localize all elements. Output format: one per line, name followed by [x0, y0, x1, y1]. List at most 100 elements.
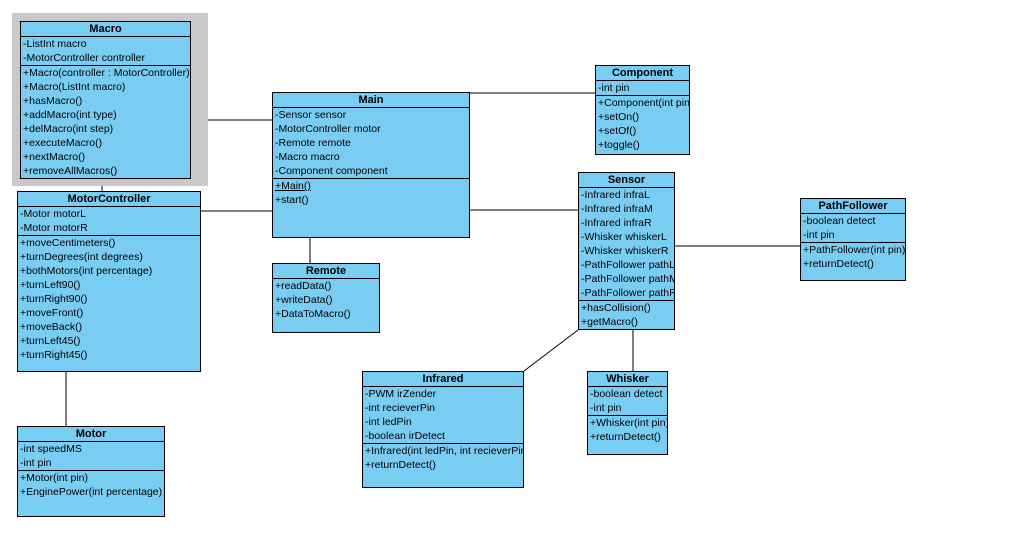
- field-row: -int pin: [20, 457, 52, 469]
- method-row: +turnLeft90(): [20, 279, 81, 291]
- field-row: -PWM irZender: [365, 388, 437, 400]
- method-row: +readData(): [275, 280, 332, 292]
- method-row: +bothMotors(int percentage): [20, 265, 153, 277]
- field-row: -boolean detect: [803, 215, 876, 227]
- class-title: MotorController: [18, 192, 200, 207]
- method-row: +removeAllMacros(): [23, 165, 118, 177]
- class-whisker[interactable]: Whisker -boolean detect -int pin +Whisker…: [587, 371, 668, 455]
- method-row: +Infrared(int ledPin, int recieverPin): [365, 445, 523, 457]
- class-title: PathFollower: [801, 199, 905, 214]
- method-row: +executeMacro(): [23, 137, 103, 149]
- field-row: -Remote remote: [275, 137, 351, 149]
- class-title: Component: [596, 66, 689, 81]
- method-row: +delMacro(int step): [23, 123, 114, 135]
- class-main[interactable]: Main -Sensor sensor -MotorController moto…: [272, 92, 470, 238]
- class-pathfollower[interactable]: PathFollower -boolean detect -int pin +Pa…: [800, 198, 906, 281]
- class-fields: -int pin: [596, 81, 689, 96]
- method-row: +EnginePower(int percentage): [20, 486, 163, 498]
- class-fields: -Infrared infraL -Infrared infraM -Infrare…: [579, 188, 674, 301]
- class-fields: -PWM irZender -int recieverPin -int ledPin…: [363, 387, 523, 444]
- class-fields: -Motor motorL-Motor motorR: [18, 207, 200, 236]
- field-row: -MotorController motor: [275, 123, 381, 135]
- method-row: +moveCentimeters(): [20, 237, 116, 249]
- method-row: +moveBack(): [20, 321, 83, 333]
- class-fields: -boolean detect -int pin: [588, 387, 667, 416]
- field-row: -int recieverPin: [365, 402, 436, 414]
- field-row: -Infrared infraR: [581, 217, 652, 229]
- class-title: Motor: [18, 427, 164, 442]
- field-row: -ListInt macro: [23, 38, 87, 50]
- class-methods: +hasCollision() +getMacro(): [579, 301, 674, 329]
- method-row: +Main(): [275, 180, 311, 192]
- field-row: -PathFollower pathR: [581, 287, 674, 299]
- class-remote[interactable]: Remote +readData() +writeData() +DataToMac…: [272, 263, 380, 333]
- method-row: +setOn(): [598, 111, 640, 123]
- field-row: -Sensor sensor: [275, 109, 347, 121]
- method-row: +returnDetect(): [365, 459, 436, 471]
- connector-sensor-infrared[interactable]: [523, 329, 579, 372]
- field-row: -boolean detect: [590, 388, 663, 400]
- method-row: +getMacro(): [581, 316, 638, 328]
- field-row: -int pin: [803, 229, 835, 241]
- method-row: +returnDetect(): [803, 258, 874, 270]
- method-row: +Component(int pin): [598, 97, 689, 109]
- class-title: Main: [273, 93, 469, 108]
- method-row: +Macro(ListInt macro): [23, 81, 126, 93]
- field-row: -boolean irDetect: [365, 430, 445, 442]
- field-row: -int pin: [590, 402, 622, 414]
- method-row: +moveFront(): [20, 307, 84, 319]
- class-fields: -ListInt macro -MotorController controlle…: [21, 37, 190, 66]
- class-methods: +Motor(int pin) +EnginePower(int percenta…: [18, 471, 164, 516]
- method-row: +start(): [275, 194, 309, 206]
- class-title: Sensor: [579, 173, 674, 188]
- field-row: -Macro macro: [275, 151, 340, 163]
- class-methods: +Component(int pin) +setOn() +setOf() +togg…: [596, 96, 689, 154]
- method-row: +setOf(): [598, 125, 637, 137]
- class-title: Whisker: [588, 372, 667, 387]
- method-row: +DataToMacro(): [275, 308, 351, 320]
- field-row: -Whisker whiskerR: [581, 245, 669, 257]
- class-methods: +Macro(controller : MotorController)+Mac…: [21, 66, 190, 178]
- field-row: -Infrared infraM: [581, 203, 653, 215]
- class-methods: +PathFollower(int pin) +returnDetect(): [801, 243, 905, 280]
- class-methods: +readData() +writeData() +DataToMacro(): [273, 279, 379, 332]
- method-row: +toggle(): [598, 139, 640, 151]
- class-fields: -boolean detect -int pin: [801, 214, 905, 243]
- method-row: +hasMacro(): [23, 95, 83, 107]
- class-title: Infrared: [363, 372, 523, 387]
- class-fields: -int speedMS -int pin: [18, 442, 164, 471]
- method-row: +PathFollower(int pin): [803, 244, 905, 256]
- method-row: +hasCollision(): [581, 302, 651, 314]
- field-row: -PathFollower pathM: [581, 273, 674, 285]
- class-title: Remote: [273, 264, 379, 279]
- method-row: +nextMacro(): [23, 151, 86, 163]
- class-motor[interactable]: Motor -int speedMS -int pin +Motor(int pi…: [17, 426, 165, 517]
- method-row: +Whisker(int pin): [590, 417, 667, 429]
- class-methods: +Main() +start(): [273, 179, 469, 237]
- method-row: +returnDetect(): [590, 431, 661, 443]
- class-methods: +moveCentimeters()+turnDegrees(int degre…: [18, 236, 200, 371]
- field-row: -int speedMS: [20, 443, 82, 455]
- class-methods: +Infrared(int ledPin, int recieverPin) +r…: [363, 444, 523, 487]
- method-row: +Motor(int pin): [20, 472, 88, 484]
- class-methods: +Whisker(int pin) +returnDetect(): [588, 416, 667, 454]
- class-sensor[interactable]: Sensor -Infrared infraL-Infrared infraM-…: [578, 172, 675, 330]
- class-fields: -Sensor sensor -MotorController motor -Rem…: [273, 108, 469, 179]
- class-motorcontroller[interactable]: MotorController -Motor motorL-Motor moto…: [17, 191, 201, 372]
- field-row: -int pin: [598, 82, 630, 94]
- field-row: -Component component: [275, 165, 388, 177]
- field-row: -PathFollower pathL: [581, 259, 674, 271]
- field-row: -Infrared infraL: [581, 189, 650, 201]
- field-row: -Motor motorL: [20, 208, 86, 220]
- method-row: +turnLeft45(): [20, 335, 81, 347]
- class-component[interactable]: Component -int pin +Component(int pin) +s…: [595, 65, 690, 155]
- method-row: +addMacro(int type): [23, 109, 117, 121]
- method-row: +turnRight90(): [20, 293, 88, 305]
- class-macro[interactable]: Macro -ListInt macro-MotorController con…: [20, 21, 191, 179]
- field-row: -int ledPin: [365, 416, 412, 428]
- field-row: -MotorController controller: [23, 52, 145, 64]
- class-infrared[interactable]: Infrared -PWM irZender -int recieverPin -i…: [362, 371, 524, 488]
- method-row: +writeData(): [275, 294, 333, 306]
